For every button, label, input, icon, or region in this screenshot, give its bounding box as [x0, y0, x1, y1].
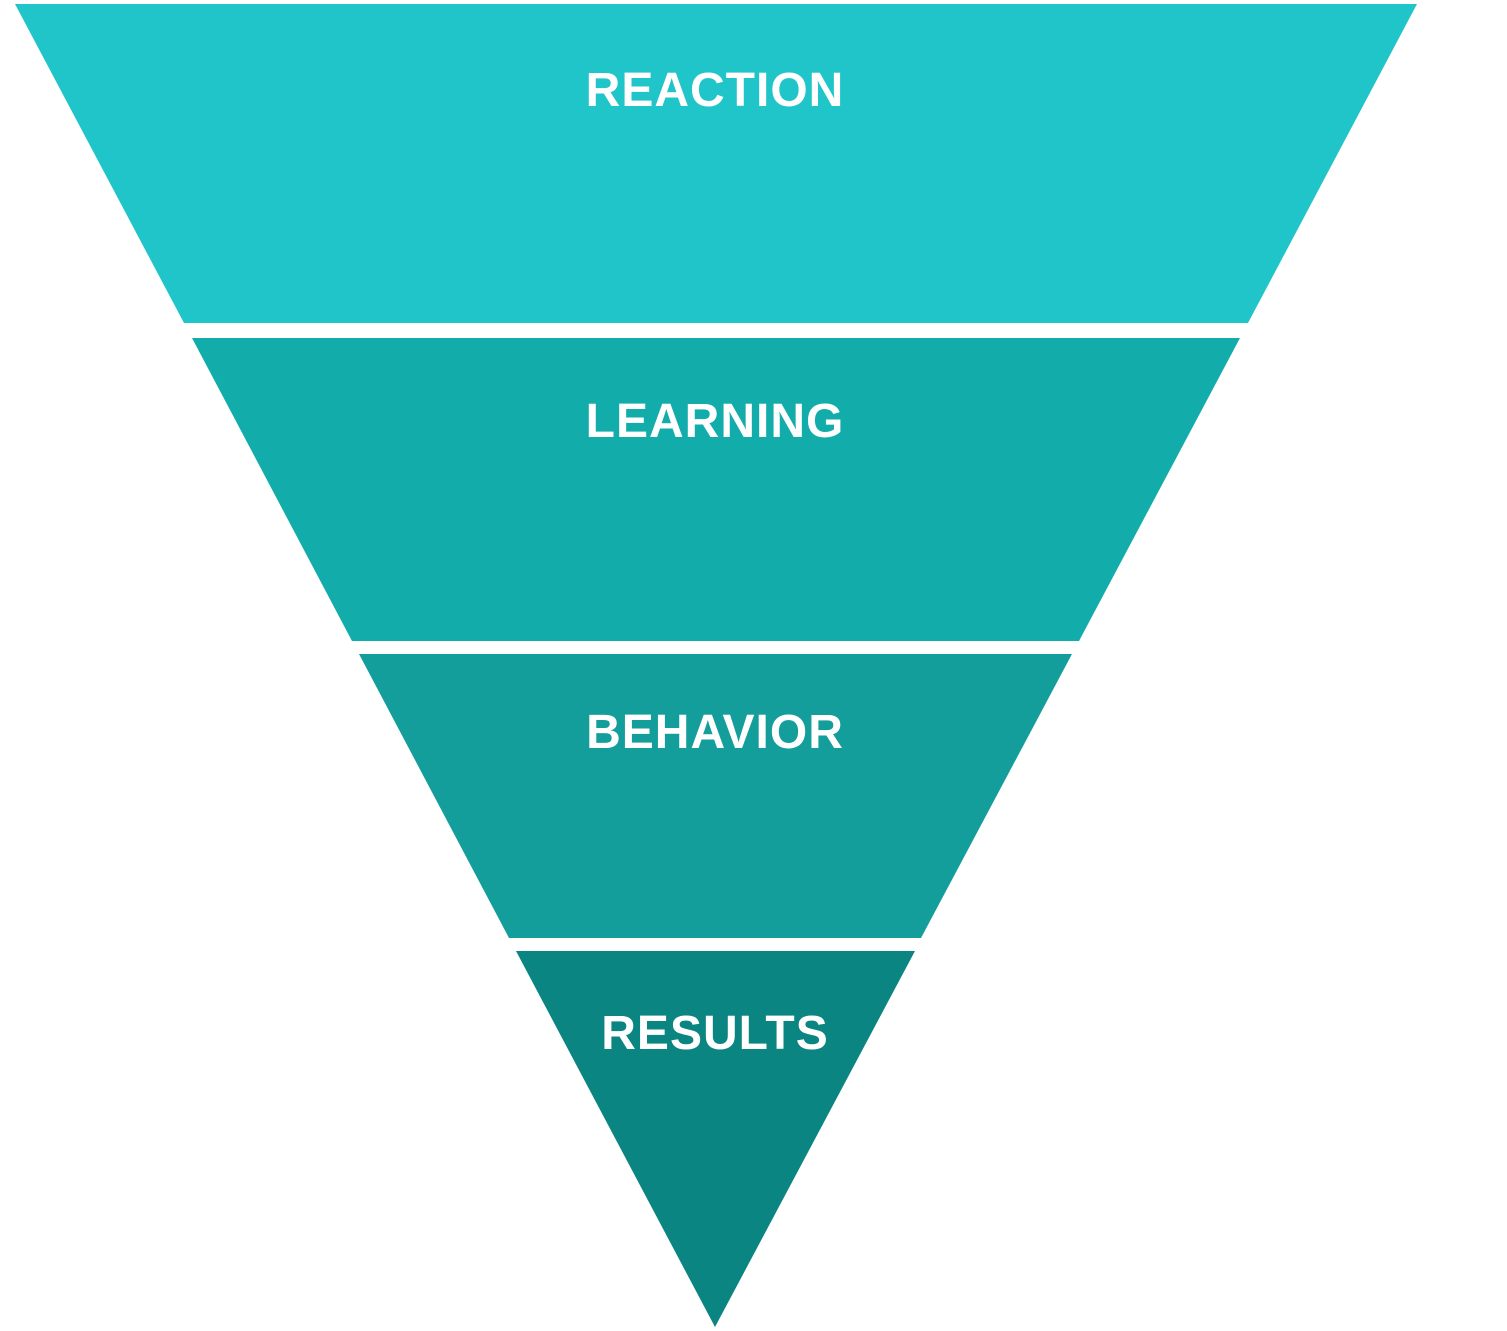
funnel-level-behavior: BEHAVIOR	[359, 654, 1072, 938]
funnel-segment-learning	[192, 338, 1240, 641]
funnel-label-learning: LEARNING	[586, 395, 845, 448]
funnel-segment-behavior	[359, 654, 1072, 938]
funnel-segment-results	[516, 951, 915, 1327]
funnel-level-learning: LEARNING	[192, 338, 1240, 641]
funnel-level-reaction: REACTION	[15, 4, 1417, 323]
funnel-label-reaction: REACTION	[586, 64, 845, 117]
funnel-label-results: RESULTS	[601, 1007, 828, 1060]
funnel-label-behavior: BEHAVIOR	[586, 706, 844, 759]
funnel-level-results: RESULTS	[516, 951, 915, 1327]
funnel-segment-reaction	[15, 4, 1417, 323]
